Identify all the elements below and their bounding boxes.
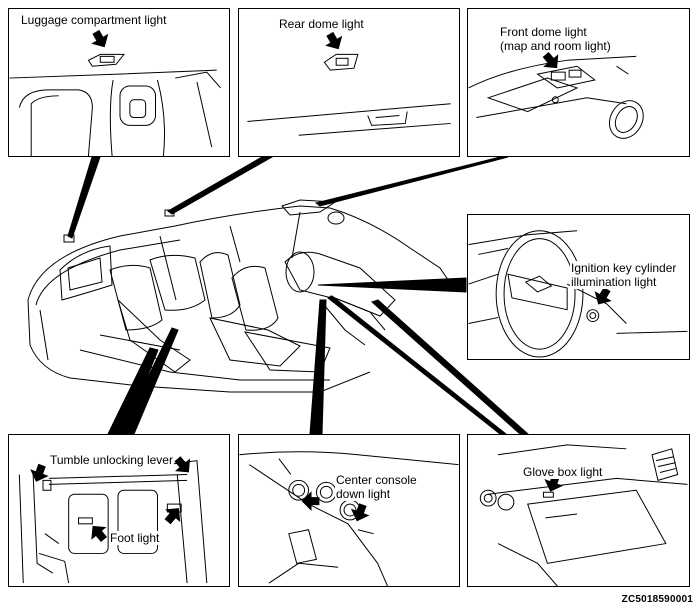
center-console-label-line2: down light [335,487,392,501]
front-dome-light-label-line2: (map and room light) [500,39,611,53]
pointer-arrow-icon [350,503,370,522]
front-dome-light-label-line1: Front dome light [500,25,587,39]
pointer-arrow-icon [91,525,108,543]
rear-dome-light-label: Rear dome light [279,17,364,31]
luggage-compartment-light-label: Luggage compartment light [21,13,167,27]
front-dome-illustration [468,51,644,139]
figure-code: ZC5018590001 [621,594,693,605]
luggage-compartment-illustration [9,29,221,156]
ignition-light-label-line1: Ignition key cylinder [570,261,678,275]
foot-light-label: Foot light [109,531,161,545]
pointer-arrow-icon [594,287,612,305]
panel-tumble-lever-foot-light: Tumble unlocking lever Foot light [8,434,230,587]
center-console-label-line1: Center console [335,473,418,487]
pointer-arrow-icon [542,51,559,69]
ignition-illustration [468,230,688,358]
panel-center-console-down-light: Center console down light [238,434,460,587]
panel-ignition-key-cylinder-light: Ignition key cylinder illumination light [467,214,690,360]
panel-rear-dome-light: Rear dome light [238,8,460,157]
panel-luggage-compartment-light: Luggage compartment light [8,8,230,157]
tumble-unlocking-lever-label: Tumble unlocking lever [49,453,174,467]
rear-dome-illustration [247,31,451,136]
rear-seat-illustration [18,456,208,584]
pointer-arrow-icon [301,491,320,511]
pointer-arrow-icon [325,31,343,50]
panel-glove-box-light: Glove box light [467,434,690,587]
pointer-arrow-icon [174,456,191,473]
panel-front-dome-light: Front dome light (map and room light) [467,8,690,157]
pointer-arrow-icon [91,29,109,48]
glove-box-light-label: Glove box light [522,465,604,479]
ignition-light-label-line2: illumination light [570,275,658,289]
pointer-arrow-icon [30,463,49,482]
center-console-illustration [239,451,459,586]
glove-box-illustration [479,444,688,586]
pointer-arrow-icon [164,508,181,525]
